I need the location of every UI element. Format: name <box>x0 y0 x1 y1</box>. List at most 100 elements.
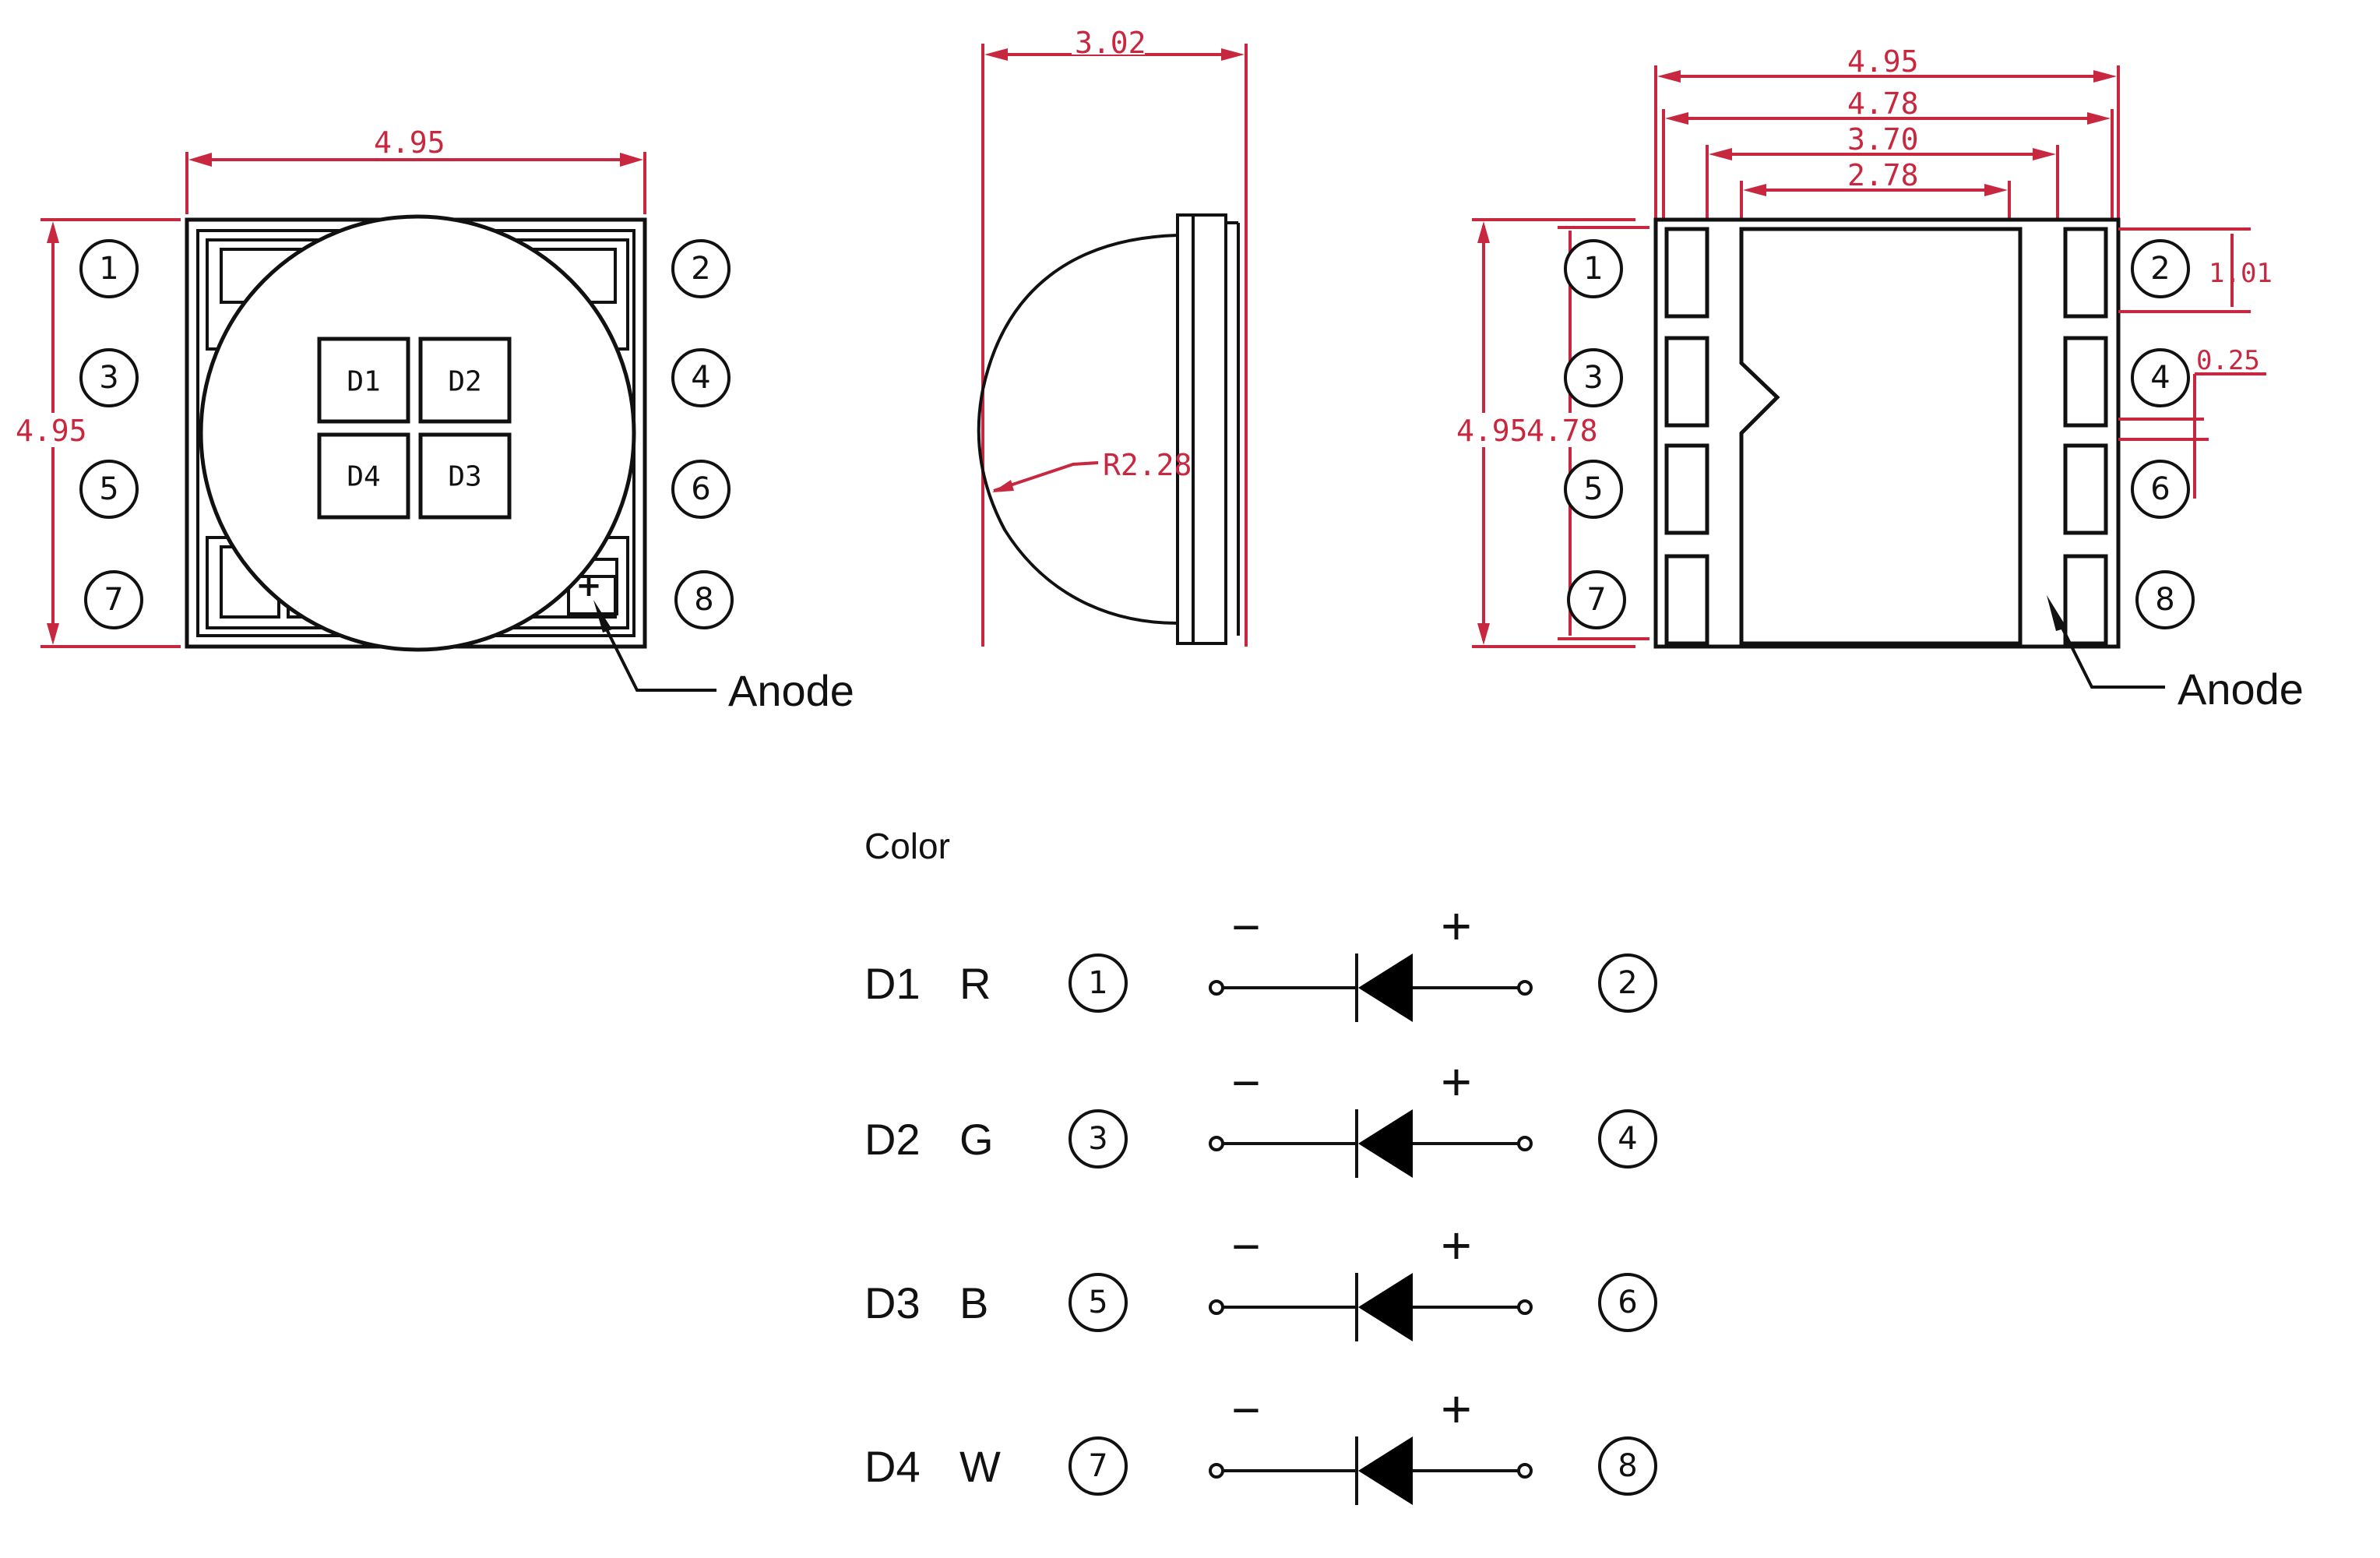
anode-terminal-icon <box>1517 1463 1533 1479</box>
anode-terminal-icon <box>1517 980 1533 996</box>
die-label: D4 <box>347 461 380 493</box>
diode-color-label: B <box>959 1278 988 1327</box>
anode-pin-number: 6 <box>1618 1285 1637 1320</box>
minus-sign: − <box>1231 1055 1260 1111</box>
die-label: D1 <box>347 366 380 398</box>
pin-number: 5 <box>1583 471 1603 507</box>
pin-number: 7 <box>1586 582 1606 618</box>
lens-circle <box>199 214 636 652</box>
diode-triangle-icon <box>1358 1436 1413 1505</box>
schematic-header: Color <box>864 826 950 866</box>
anode-pin-circle <box>1598 1273 1657 1332</box>
anode-label: Anode <box>2178 664 2304 714</box>
cathode-pin-number: 1 <box>1088 965 1107 1001</box>
pin-number: 4 <box>691 360 710 396</box>
top-view-anode-callout: Anode <box>593 600 854 715</box>
diode-color-label: G <box>959 1115 994 1164</box>
thermal-pad <box>1739 227 2023 646</box>
minus-sign: − <box>1231 1382 1260 1438</box>
cathode-pin-circle <box>1069 1436 1128 1496</box>
pin-number: 2 <box>2150 251 2170 287</box>
anode-arrow-icon <box>593 600 612 633</box>
side-view-radius-callout: R2.28 <box>992 448 1192 492</box>
side-view-height-dimension: 3.02 <box>981 26 1248 647</box>
side-view-radius-value: R2.28 <box>1103 448 1192 482</box>
cathode-pin-number: 7 <box>1088 1448 1107 1484</box>
bottom-width-inner: 4.78 <box>1847 86 1919 121</box>
anode-label: Anode <box>728 666 854 715</box>
cathode-terminal-icon <box>1209 1299 1224 1315</box>
bottom-view-height-dimensions: 4.95 4.78 <box>1455 218 1649 648</box>
bottom-view-width-dimensions: 4.95 4.78 3.70 2.78 <box>1654 44 2120 220</box>
top-view-pins-left: 1 3 5 7 <box>79 239 143 629</box>
cathode-pin-circle <box>1069 1109 1128 1168</box>
bottom-height-total: 4.95 <box>1456 414 1528 448</box>
side-view-height-value: 3.02 <box>1075 26 1146 60</box>
anode-pin-number: 2 <box>1618 965 1637 1001</box>
cathode-terminal-icon <box>1209 980 1224 996</box>
die-d4 <box>317 432 410 520</box>
cathode-pin-circle <box>1069 1273 1128 1332</box>
cathode-terminal-icon <box>1209 1136 1224 1151</box>
diode-triangle-icon <box>1358 1273 1413 1341</box>
pin-number: 2 <box>691 251 710 287</box>
die-d3 <box>418 432 512 520</box>
side-view: 3.02 R2.28 <box>977 26 1248 647</box>
lens-dome <box>977 234 1178 625</box>
anode-pin-circle <box>1598 953 1657 1013</box>
plus-sign: + <box>1441 897 1472 956</box>
top-view-height-value: 4.95 <box>16 414 87 448</box>
bottom-view-pins-left: 1 3 5 7 <box>1564 239 1626 629</box>
diode-id-label: D1 <box>864 959 921 1008</box>
minus-sign: − <box>1231 1218 1260 1274</box>
die-grid: D1 D2 D4 D3 <box>317 337 512 520</box>
diode-id-label: D4 <box>864 1442 921 1491</box>
pad-height-value: 1.01 <box>2209 258 2273 289</box>
anode-pin-circle <box>1598 1109 1657 1168</box>
bottom-view: 4.95 4.78 3.70 2.78 <box>1455 44 2304 714</box>
diode-id-label: D2 <box>864 1115 921 1164</box>
plus-sign: + <box>1441 1380 1472 1439</box>
plus-sign: + <box>1441 1216 1472 1275</box>
cathode-pin-circle <box>1069 953 1128 1013</box>
anode-terminal-icon <box>1517 1299 1533 1315</box>
diode-triangle-icon <box>1358 953 1413 1022</box>
anode-arrow-icon <box>2047 595 2067 631</box>
die-label: D2 <box>448 366 481 398</box>
die-d2 <box>418 337 512 424</box>
bottom-width-center-pad: 2.78 <box>1847 158 1919 192</box>
die-label: D3 <box>448 461 481 493</box>
pin-number: 3 <box>1583 360 1603 396</box>
pin-number: 4 <box>2150 360 2170 396</box>
pin-number: 3 <box>99 360 118 396</box>
top-view-width-value: 4.95 <box>374 125 445 160</box>
pin-number: 1 <box>1583 251 1603 287</box>
top-view: 4.95 4.95 + <box>14 125 854 715</box>
anode-pin-number: 4 <box>1618 1121 1637 1157</box>
pin-number: 6 <box>691 471 710 507</box>
diode-id-label: D3 <box>864 1278 921 1327</box>
pin-number: 6 <box>2150 471 2170 507</box>
plus-sign: + <box>1441 1052 1472 1112</box>
bottom-width-pad-span: 3.70 <box>1847 122 1919 157</box>
bottom-view-pins-right: 2 4 6 8 <box>2131 239 2195 629</box>
diode-color-label: W <box>959 1442 1001 1491</box>
diode-color-label: R <box>959 959 991 1008</box>
anode-pin-circle <box>1598 1436 1657 1496</box>
diode-triangle-icon <box>1358 1109 1413 1178</box>
anode-pin-number: 8 <box>1618 1448 1637 1484</box>
pin-number: 7 <box>104 582 123 618</box>
pin-number: 1 <box>99 251 118 287</box>
pad-gap-value: 0.25 <box>2196 345 2260 376</box>
pin-number: 5 <box>99 471 118 507</box>
cathode-pin-number: 3 <box>1088 1121 1107 1157</box>
bottom-pad-dimensions: 1.01 0.25 <box>2118 227 2273 499</box>
minus-sign: − <box>1231 899 1260 955</box>
cathode-terminal-icon <box>1209 1463 1224 1479</box>
bottom-width-total: 4.95 <box>1847 44 1919 79</box>
top-view-width-dimension: 4.95 <box>185 125 646 214</box>
die-d1 <box>317 337 410 424</box>
